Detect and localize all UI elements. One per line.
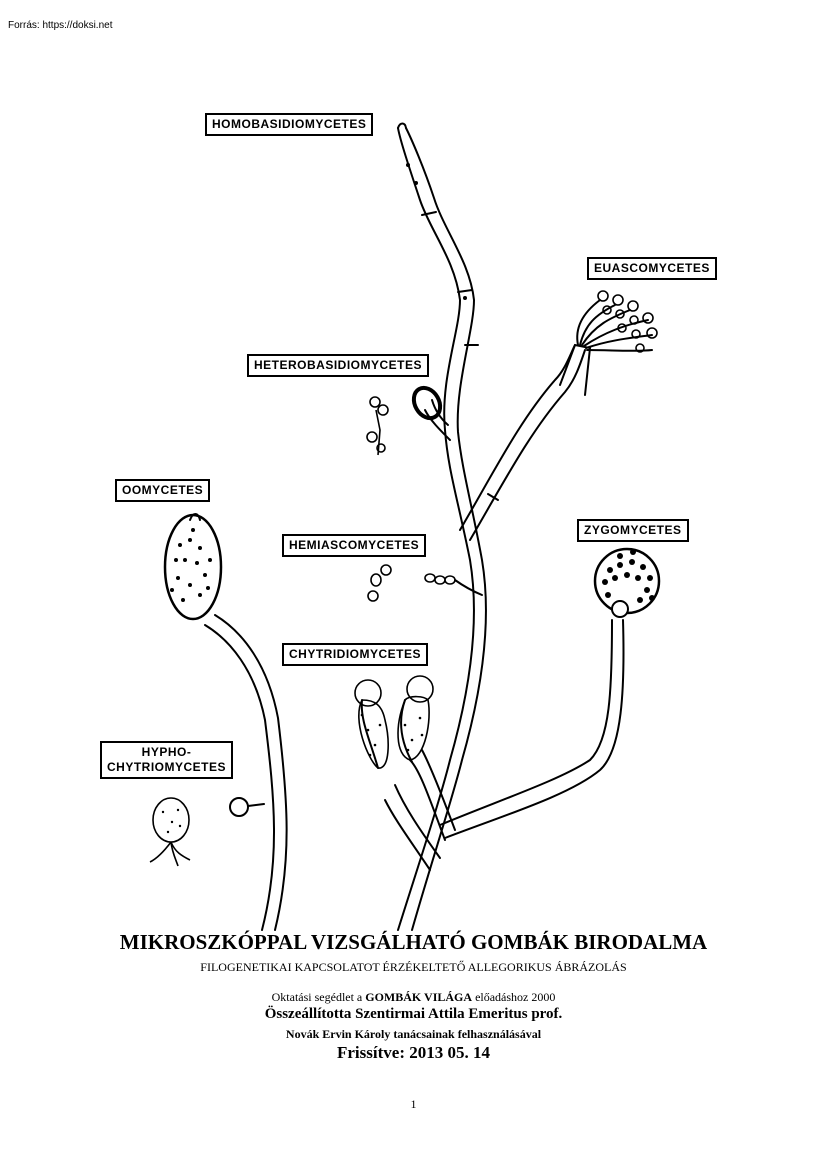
euascomycetes-branch	[459, 344, 576, 531]
label-hemiascomycetes: HEMIASCOMYCETES	[282, 534, 427, 557]
main-trunk	[397, 127, 475, 931]
chytrid-sporangium-right	[397, 695, 430, 761]
label-zygomycetes: ZYGOMYCETES	[577, 519, 689, 542]
page-subtitle: FILOGENETIKAI KAPCSOLATOT ÉRZÉKELTETŐ AL…	[200, 960, 627, 974]
chytrid-sporangium-left	[358, 699, 389, 769]
label-heterobasidiomycetes: HETEROBASIDIOMYCETES	[247, 354, 430, 377]
heterobasidiomycetes-branch	[424, 409, 451, 441]
label-hyphochytriomycetes-line1: HYPHO-	[141, 745, 192, 759]
oomycetes-branch	[204, 624, 276, 931]
acknowledgement-line: Novák Ervin Károly tanácsainak felhaszná…	[285, 1027, 542, 1041]
course-note: Oktatási segédlet a GOMBÁK VILÁGA előadá…	[0, 990, 827, 1005]
label-chytridiomycetes: CHYTRIDIOMYCETES	[282, 643, 429, 666]
source-url: Forrás: https://doksi.net	[8, 20, 113, 31]
updated-date: Frissítve: 2013 05. 14	[337, 1043, 490, 1062]
course-note-course: GOMBÁK VILÁGA	[365, 990, 473, 1004]
label-euascomycetes: EUASCOMYCETES	[587, 257, 717, 280]
phylogenetic-tree-illustration	[149, 122, 661, 931]
course-note-suffix: előadáshoz 2000	[472, 990, 556, 1004]
chytridiomycetes-branch	[384, 799, 431, 871]
author-line: Összeállította Szentirmai Attila Emeritu…	[264, 1006, 563, 1022]
page-number: 1	[410, 1097, 417, 1111]
label-hyphochytriomycetes: HYPHO- CHYTRIOMYCETES	[100, 741, 234, 779]
label-hyphochytriomycetes-line2: CHYTRIOMYCETES	[107, 760, 227, 774]
zygomycetes-branch	[439, 619, 613, 826]
course-note-prefix: Oktatási segédlet a	[271, 990, 366, 1004]
label-oomycetes: OOMYCETES	[115, 479, 211, 502]
page-title: MIKROSZKÓPPAL VIZSGÁLHATÓ GOMBÁK BIRODAL…	[119, 930, 708, 954]
label-homobasidiomycetes: HOMOBASIDIOMYCETES	[205, 113, 374, 136]
zygomycetes-sporangium-dots	[602, 549, 655, 603]
oomycetes-sporangium-dots	[170, 528, 212, 602]
